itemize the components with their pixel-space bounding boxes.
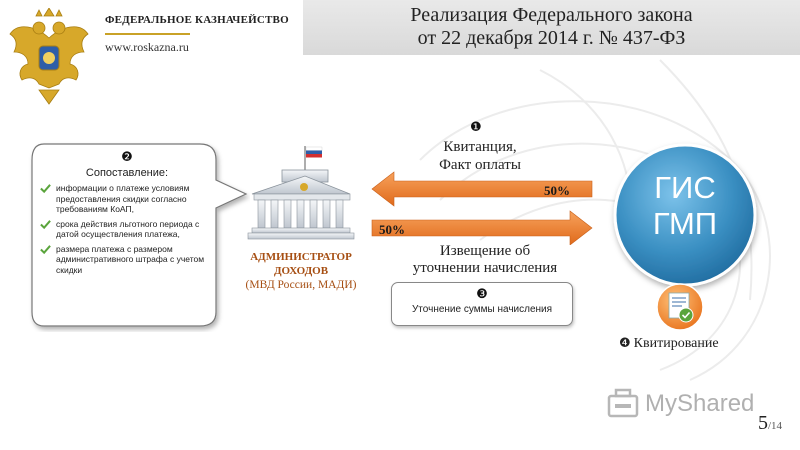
receipt-label-line1: Квитанция, [443,139,517,155]
administrator-line2: ДОХОДОВ [273,265,329,277]
page-current: 5 [758,412,768,434]
eagle-emblem-icon [9,8,89,105]
administrator-line1: АДМИНИСТРАТОР [250,251,352,263]
page-total: /14 [768,420,783,432]
checklist-item-text: информации о платеже условиям предоставл… [56,183,190,214]
comparison-panel: ❷ Сопоставление: информации о платеже ус… [38,150,216,279]
comparison-checklist: информации о платеже условиям предоставл… [38,183,216,275]
checklist-item: срока действия льготного периода с датой… [38,219,216,240]
revenue-administrator-label: АДМИНИСТРАТОР ДОХОДОВ (МВД России, МАДИ) [226,250,376,292]
comparison-speech-bubble [31,143,248,327]
check-icon [40,219,51,229]
checklist-item: информации о платеже условиям предоставл… [38,183,216,215]
arrow-to-gis [371,210,593,245]
receipt-label: Квитанция, Факт оплаты [400,138,560,174]
title-band [303,0,800,55]
step-1-number: ❶ [470,120,482,135]
checklist-item-text: срока действия льготного периода с датой… [56,218,200,240]
organization-divider [105,33,190,35]
notice-label-line1: Извещение об [439,243,531,259]
payment-percent: 50% [544,183,570,198]
gis-label-line2: ГМП [652,206,718,241]
notice-label: Извещение об уточнении начисления [385,243,585,277]
watermark-logo-icon [607,388,639,418]
notice-percent: 50% [379,222,405,237]
arrow-to-administrator [371,171,593,207]
document-check-icon [656,283,704,331]
notice-label-line2: уточнении начисления [412,260,558,276]
receipt-label-line2: Факт оплаты [439,157,521,173]
check-icon [40,244,51,254]
page-number: 5/14 [758,412,782,435]
administrator-agencies: (МВД России, МАДИ) [245,279,357,291]
watermark-text: MyShared [645,390,755,417]
step-4-number: ❹ [619,336,631,351]
check-icon [40,184,51,194]
clarification-box: ❸ Уточнение суммы начисления [391,282,573,326]
slide-title: Реализация Федерального закона от 22 дек… [303,4,800,50]
comparison-heading: Сопоставление: [85,167,169,179]
slide-title-line2: от 22 декабря 2014 г. № 437-ФЗ [417,27,686,49]
clarification-text: Уточнение суммы начисления [411,304,553,315]
gis-gmp-label: ГИС ГМП [608,170,762,242]
exchange-arrows [371,171,593,245]
organization-name: ФЕДЕРАЛЬНОЕ КАЗНАЧЕЙСТВО [105,14,289,26]
checklist-item-text: размера платежа с размером административ… [56,243,205,275]
gis-label-line1: ГИС [654,170,716,205]
organization-url: www.roskazna.ru [105,40,189,54]
step-3-number: ❸ [476,287,488,302]
slide-title-line1: Реализация Федерального закона [410,4,693,26]
reconciliation-text: Квитирование [633,336,719,351]
step-2-number: ❷ [121,150,133,165]
government-building-icon [247,146,355,240]
checklist-item: размера платежа с размером административ… [38,244,216,276]
